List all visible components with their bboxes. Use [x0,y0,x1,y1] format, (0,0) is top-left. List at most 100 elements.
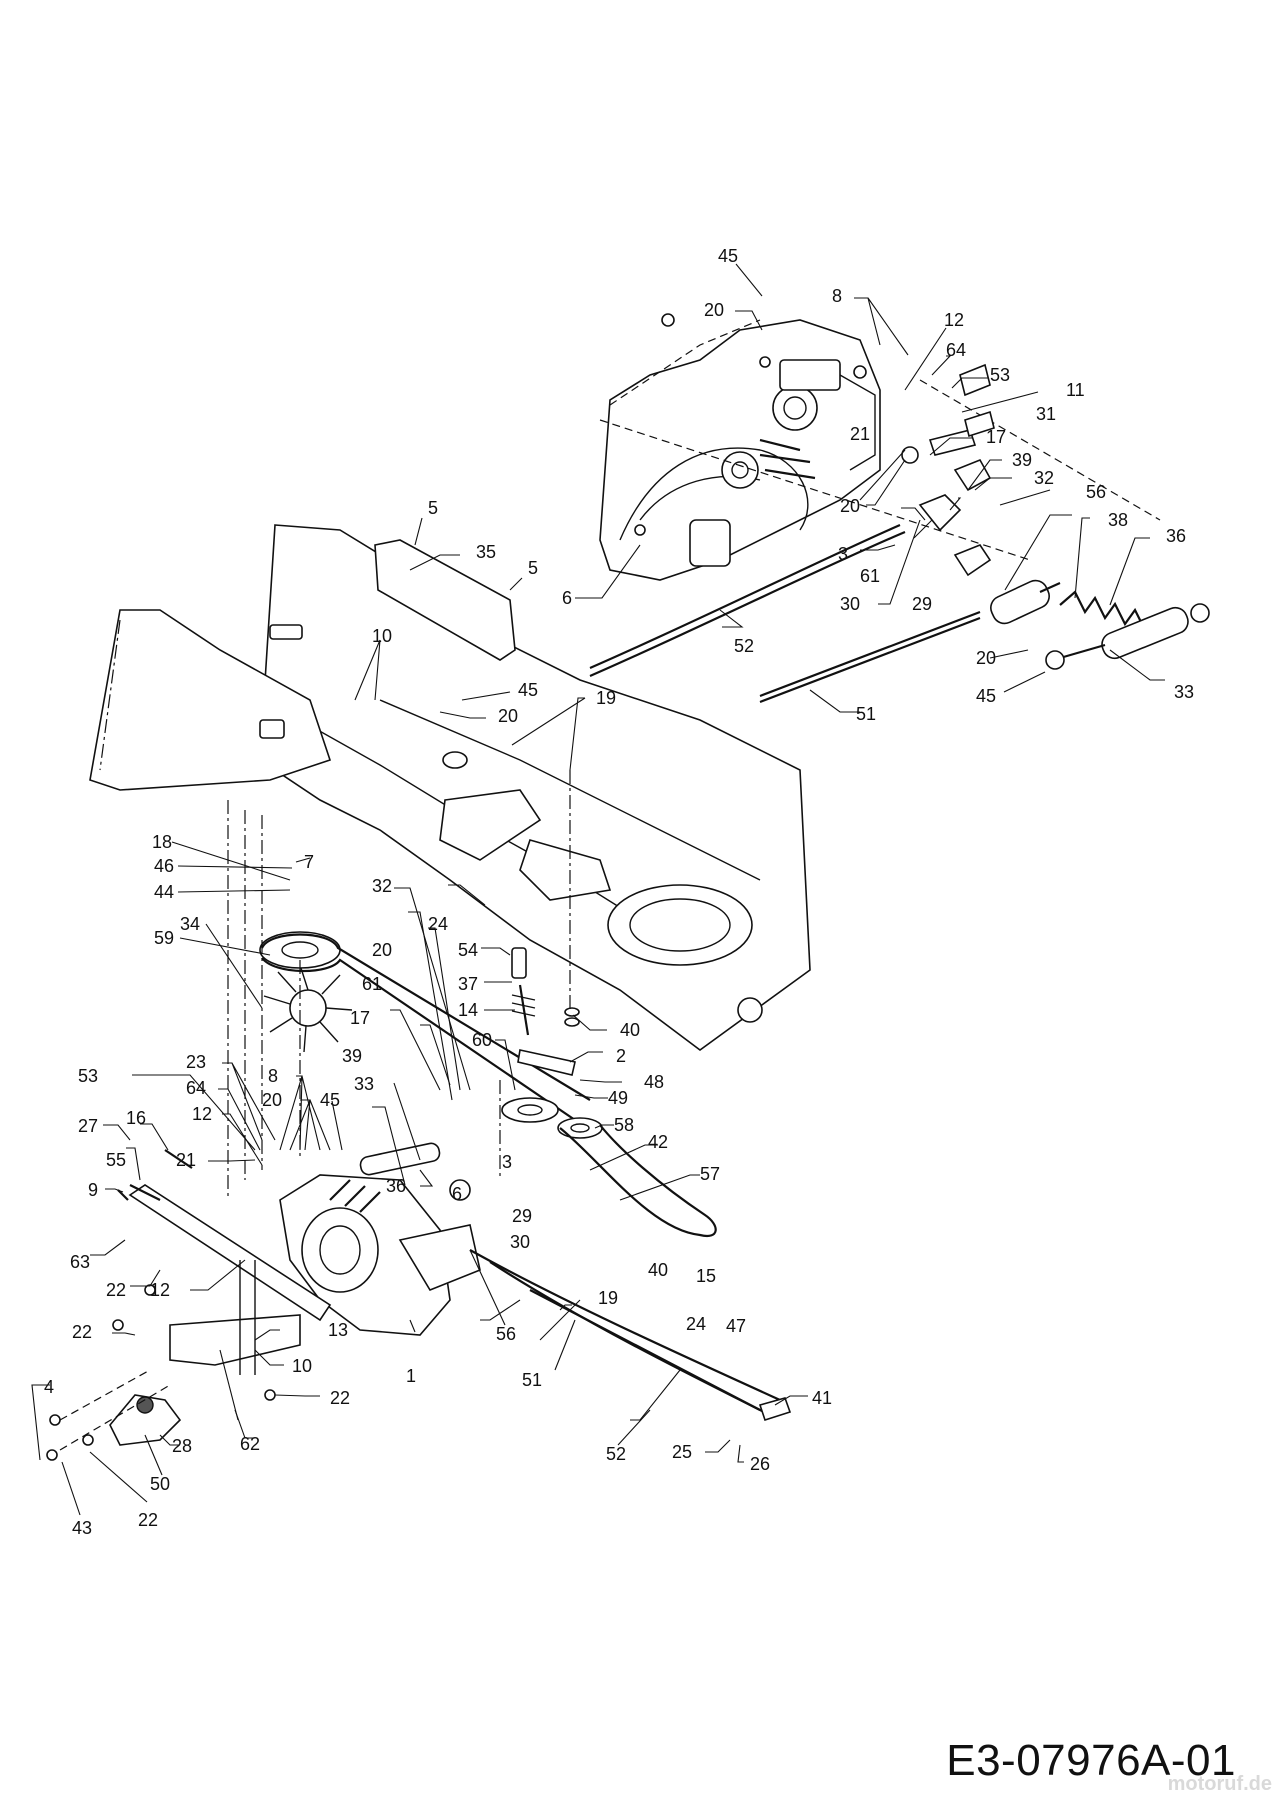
callout-48: 48 [644,1072,664,1092]
callout-45: 45 [518,680,538,700]
callout-61: 61 [362,974,382,994]
callout-24: 24 [428,914,448,934]
callout-3: 3 [502,1152,512,1172]
callout-6: 6 [562,588,572,608]
callout-32: 32 [1034,468,1054,488]
callout-numbers: 45 20 8 12 64 53 11 31 21 17 39 32 56 38… [44,246,1194,1538]
callout-50: 50 [150,1474,170,1494]
callout-55: 55 [106,1150,126,1170]
callout-56: 56 [1086,482,1106,502]
callout-29: 29 [912,594,932,614]
callout-52: 52 [606,1444,626,1464]
callout-29: 29 [512,1206,532,1226]
callout-4: 4 [44,1377,54,1397]
callout-32: 32 [372,876,392,896]
callout-37: 37 [458,974,478,994]
callout-10: 10 [372,626,392,646]
callout-19: 19 [598,1288,618,1308]
callout-57: 57 [700,1164,720,1184]
callout-64: 64 [186,1078,206,1098]
callout-20: 20 [840,496,860,516]
callout-62: 62 [240,1434,260,1454]
callout-59: 59 [154,928,174,948]
callout-46: 46 [154,856,174,876]
callout-31: 31 [1036,404,1056,424]
callout-17: 17 [986,427,1006,447]
callout-36: 36 [386,1176,406,1196]
callout-19: 19 [596,688,616,708]
callout-20: 20 [262,1090,282,1110]
callout-22: 22 [72,1322,92,1342]
callout-23: 23 [186,1052,206,1072]
callout-63: 63 [70,1252,90,1272]
callout-leaders [31,263,1165,1516]
callout-64: 64 [946,340,966,360]
callout-45: 45 [320,1090,340,1110]
callout-1: 1 [406,1366,416,1386]
callout-12: 12 [944,310,964,330]
callout-2: 2 [616,1046,626,1066]
main-frame [89,524,811,1051]
callout-7: 7 [304,852,314,872]
callout-17: 17 [350,1008,370,1028]
callout-8: 8 [832,286,842,306]
callout-22: 22 [106,1280,126,1300]
callout-61: 61 [860,566,880,586]
callout-40: 40 [648,1260,668,1280]
callout-10: 10 [292,1356,312,1376]
watermark-logo: motoruf.de [1167,1773,1272,1795]
callout-28: 28 [172,1436,192,1456]
drive-belts-and-pulleys [259,931,717,1238]
callout-21: 21 [176,1150,196,1170]
callout-3: 3 [838,544,848,564]
callout-36: 36 [1166,526,1186,546]
callout-49: 49 [608,1088,628,1108]
callout-22: 22 [138,1510,158,1530]
callout-20: 20 [372,940,392,960]
callout-30: 30 [510,1232,530,1252]
callout-21: 21 [850,424,870,444]
callout-20: 20 [976,648,996,668]
callout-27: 27 [78,1116,98,1136]
callout-12: 12 [150,1280,170,1300]
callout-6: 6 [452,1184,462,1204]
callout-24: 24 [686,1314,706,1334]
callout-45: 45 [718,246,738,266]
callout-33: 33 [1174,682,1194,702]
callout-34: 34 [180,914,200,934]
callout-56: 56 [496,1324,516,1344]
callout-13: 13 [328,1320,348,1340]
callout-52: 52 [734,636,754,656]
callout-33: 33 [354,1074,374,1094]
callout-42: 42 [648,1132,668,1152]
upper-detail-assembly [589,313,1210,704]
callout-45: 45 [976,686,996,706]
callout-9: 9 [88,1180,98,1200]
alignment-lines [59,770,571,1451]
callout-15: 15 [696,1266,716,1286]
callout-16: 16 [126,1108,146,1128]
callout-53: 53 [78,1066,98,1086]
callout-26: 26 [750,1454,770,1474]
callout-41: 41 [812,1388,832,1408]
callout-43: 43 [72,1518,92,1538]
callout-40: 40 [620,1020,640,1040]
callout-18: 18 [152,832,172,852]
callout-53: 53 [990,365,1010,385]
transaxle-assembly [46,1142,792,1461]
callout-51: 51 [856,704,876,724]
callout-20: 20 [498,706,518,726]
callout-8: 8 [268,1066,278,1086]
callout-11: 11 [1066,380,1085,400]
callout-44: 44 [154,882,174,902]
callout-30: 30 [840,594,860,614]
callout-39: 39 [342,1046,362,1066]
callout-25: 25 [672,1442,692,1462]
callout-39: 39 [1012,450,1032,470]
callout-38: 38 [1108,510,1128,530]
callout-35: 35 [476,542,496,562]
callout-14: 14 [458,1000,478,1020]
callout-51: 51 [522,1370,542,1390]
callout-60: 60 [472,1030,492,1050]
